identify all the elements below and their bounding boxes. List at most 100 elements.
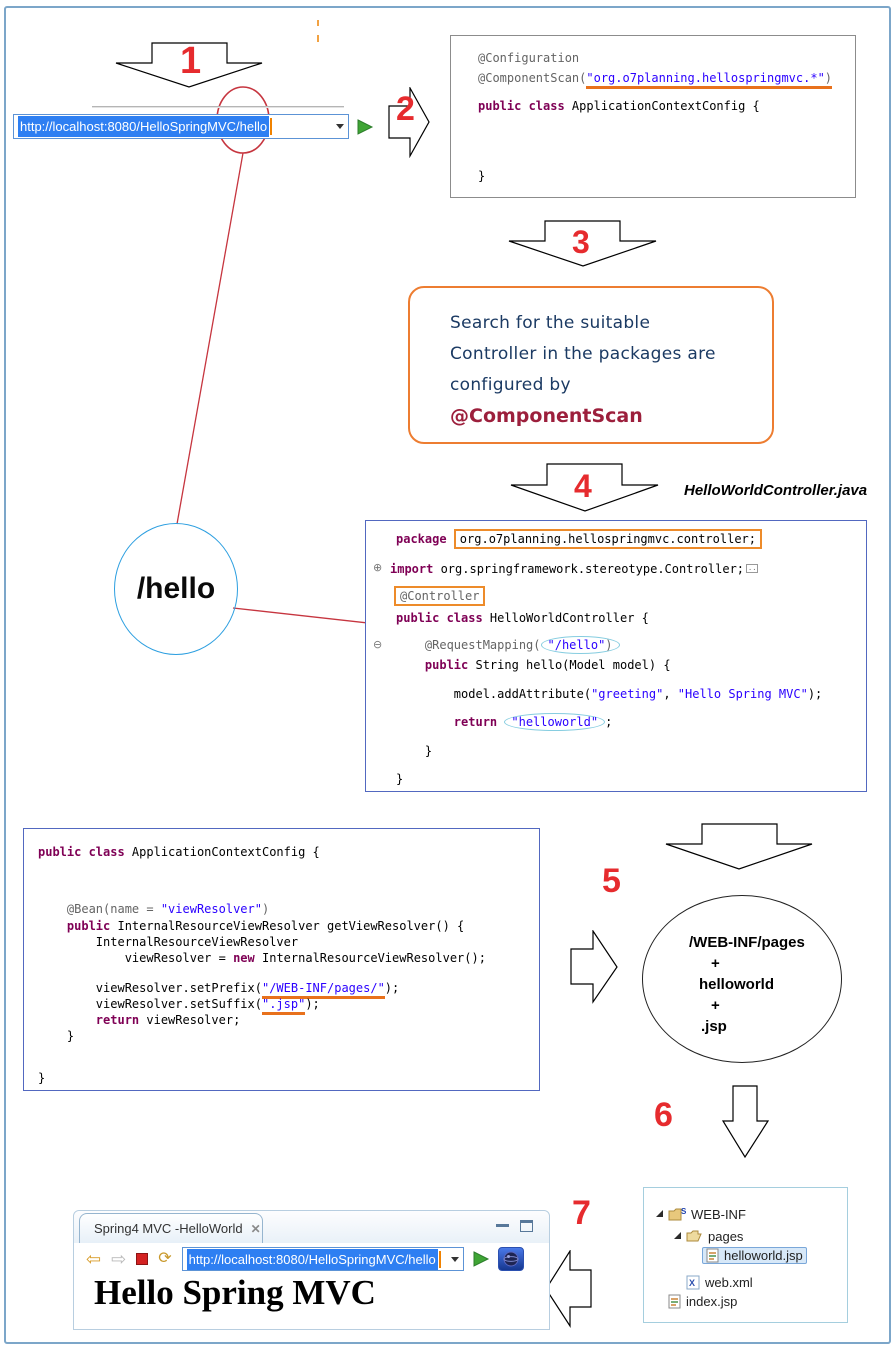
address-input[interactable]: http://localhost:8080/HelloSpringMVC/hel… (13, 114, 349, 139)
expand-plus-icon[interactable]: ⊕ (373, 561, 383, 574)
code-line: public String hello(Model model) { (396, 658, 671, 672)
code-line: } (396, 772, 404, 786)
hello-url-circle: /hello (114, 523, 238, 655)
flow-arrow-left-7 (545, 1250, 592, 1328)
note-text: Search for the suitable (450, 313, 651, 333)
code-line: @Controller (394, 586, 486, 606)
back-button[interactable]: ⇦ (86, 1249, 102, 1269)
flow-arrow-down-4 (510, 463, 659, 512)
source-folder-icon: S (668, 1207, 686, 1220)
flow-arrow-down-3 (508, 220, 657, 267)
code-line: public InternalResourceViewResolver getV… (38, 919, 465, 933)
code-line: } (478, 169, 486, 183)
flow-arrow-down-6 (722, 1085, 770, 1159)
browser-window: Spring4 MVC -HelloWorld ✕ ⇦ ⇨ ⟳ http://l… (73, 1210, 550, 1330)
browser-tab[interactable]: Spring4 MVC -HelloWorld ✕ (79, 1213, 263, 1243)
step-number-1: 1 (180, 40, 202, 82)
tree-item-pages[interactable]: pages (674, 1227, 743, 1245)
page-heading: Hello Spring MVC (94, 1273, 376, 1312)
tab-title: Spring4 MVC -HelloWorld (94, 1221, 243, 1236)
controller-filename-label: HelloWorldController.java (684, 482, 868, 499)
view-part: helloworld (699, 976, 774, 993)
text-caret (270, 118, 273, 135)
maximize-button[interactable] (520, 1220, 533, 1232)
browser-address-input[interactable]: http://localhost:8080/HelloSpringMVC/hel… (181, 1247, 464, 1271)
view-part: /WEB-INF/pages (689, 934, 805, 951)
controller-code-box: ⊕ ⊖ package org.o7planning.hellospringmv… (365, 520, 867, 792)
code-line: import org.springframework.stereotype.Co… (390, 562, 759, 576)
close-icon[interactable]: ✕ (250, 1221, 261, 1236)
plus-sign: + (711, 955, 720, 972)
code-line: package org.o7planning.hellospringmvc.co… (396, 529, 763, 549)
tree-item-helloworld-jsp[interactable]: helloworld.jsp (699, 1246, 807, 1264)
flow-arrow-right-5 (570, 930, 618, 1004)
note-highlight: @ComponentScan (450, 405, 643, 427)
address-input-value: http://localhost:8080/HelloSpringMVC/hel… (18, 116, 270, 137)
code-line: } (396, 744, 433, 758)
browser-address-value: http://localhost:8080/HelloSpringMVC/hel… (186, 1248, 438, 1270)
step-number-4: 4 (574, 468, 592, 504)
code-line: return "helloworld"; (396, 713, 613, 731)
tree-item-index-jsp[interactable]: index.jsp (668, 1292, 737, 1310)
forward-button[interactable]: ⇨ (111, 1249, 127, 1269)
jsp-file-icon (706, 1248, 719, 1262)
code-line: public class ApplicationContextConfig { (38, 845, 320, 859)
collapse-minus-icon[interactable]: ⊖ (373, 638, 383, 651)
stray-mark (317, 20, 319, 26)
config-code-box: @Configuration @ComponentScan("org.o7pla… (450, 35, 856, 198)
flow-arrow-down-1 (115, 42, 263, 88)
stray-mark (317, 35, 319, 42)
code-line: } (38, 1029, 75, 1043)
expanded-arrow-icon[interactable] (656, 1210, 664, 1218)
open-folder-icon (686, 1230, 702, 1242)
step-number-2: 2 (396, 90, 415, 128)
view-composition-ellipse: /WEB-INF/pages + helloworld + .jsp (642, 895, 842, 1063)
go-button[interactable] (356, 118, 374, 136)
url-widget-top-line (92, 106, 344, 108)
jsp-file-icon (668, 1294, 681, 1308)
code-line: @RequestMapping("/hello") (396, 636, 620, 654)
note-box: Search for the suitable Controller in th… (408, 286, 774, 444)
go-button[interactable] (472, 1250, 490, 1268)
svg-text:S: S (681, 1207, 686, 1216)
browser-toolbar: ⇦ ⇨ ⟳ http://localhost:8080/HelloSpringM… (74, 1244, 549, 1274)
code-line: public class ApplicationContextConfig { (478, 99, 760, 113)
minimize-button[interactable] (496, 1224, 509, 1227)
view-part: .jsp (701, 1018, 727, 1035)
dropdown-icon[interactable] (450, 1256, 459, 1262)
note-text: configured by (450, 375, 571, 395)
code-line: model.addAttribute("greeting", "Hello Sp… (396, 687, 823, 701)
expanded-arrow-icon[interactable] (674, 1232, 682, 1240)
external-browser-button[interactable] (497, 1247, 524, 1271)
resolver-code-box: public class ApplicationContextConfig { … (23, 828, 540, 1091)
code-line: return viewResolver; (38, 1013, 241, 1027)
plus-sign: + (711, 997, 720, 1014)
code-line: @ComponentScan("org.o7planning.hellospri… (478, 71, 833, 89)
collapsed-imports-icon[interactable]: .. (746, 564, 759, 573)
hello-url-label: /hello (136, 572, 216, 605)
step-number-7: 7 (572, 1194, 591, 1232)
step-number-6: 6 (654, 1096, 673, 1134)
dropdown-icon[interactable] (336, 124, 344, 129)
text-caret (438, 1250, 441, 1268)
code-line: public class HelloWorldController { (396, 611, 649, 625)
code-line: InternalResourceViewResolver (38, 935, 299, 949)
step-number-5: 5 (602, 862, 621, 900)
tree-item-web-inf[interactable]: S WEB-INF (656, 1205, 746, 1223)
tree-item-web-xml[interactable]: X web.xml (686, 1273, 753, 1291)
note-text: Controller in the packages are (450, 344, 716, 364)
flow-arrow-right-2 (388, 87, 430, 158)
svg-text:X: X (689, 1278, 695, 1288)
flow-arrow-down-5 (665, 823, 813, 870)
code-line: @Bean(name = "viewResolver") (38, 902, 270, 916)
code-line: viewResolver.setSuffix(".jsp"); (38, 997, 320, 1015)
xml-file-icon: X (686, 1275, 700, 1289)
project-explorer-box: S WEB-INF pages helloworld.jsp (643, 1187, 848, 1323)
stop-button[interactable] (136, 1253, 149, 1265)
refresh-icon[interactable]: ⟳ (158, 1250, 172, 1267)
dark-globe-icon (503, 1251, 519, 1267)
step-number-3: 3 (572, 224, 590, 260)
code-line: } (38, 1071, 46, 1085)
code-line: viewResolver.setPrefix("/WEB-INF/pages/"… (38, 981, 399, 999)
